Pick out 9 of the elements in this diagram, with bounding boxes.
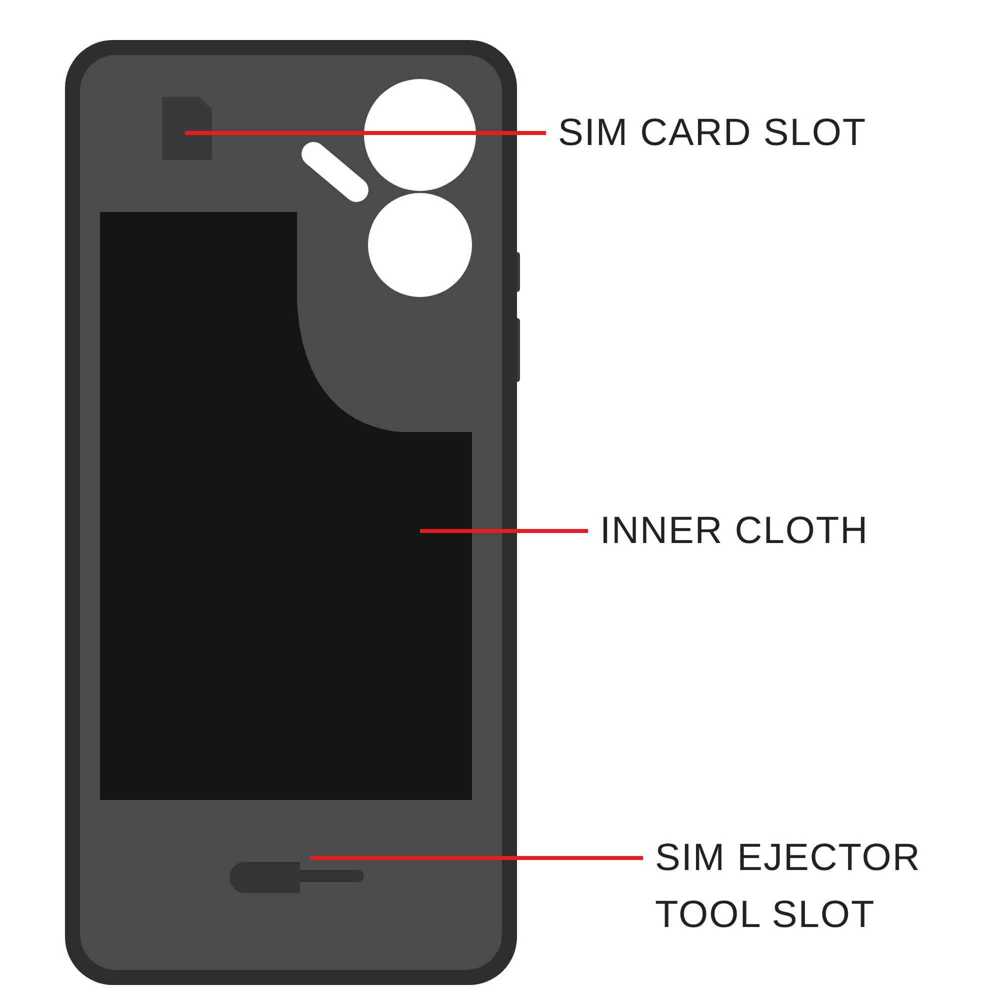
part-label: SIM CARD SLOT [558,105,918,162]
sim-card-slot [162,97,212,160]
leader-line [310,856,643,860]
leader-line [420,529,588,533]
part-label: SIM EJECTOR TOOL SLOT [655,830,965,944]
leader-line [185,131,546,135]
part-label: INNER CLOTH [600,503,920,560]
inner-cloth [100,212,472,800]
ejector-tool-slot [230,862,364,893]
